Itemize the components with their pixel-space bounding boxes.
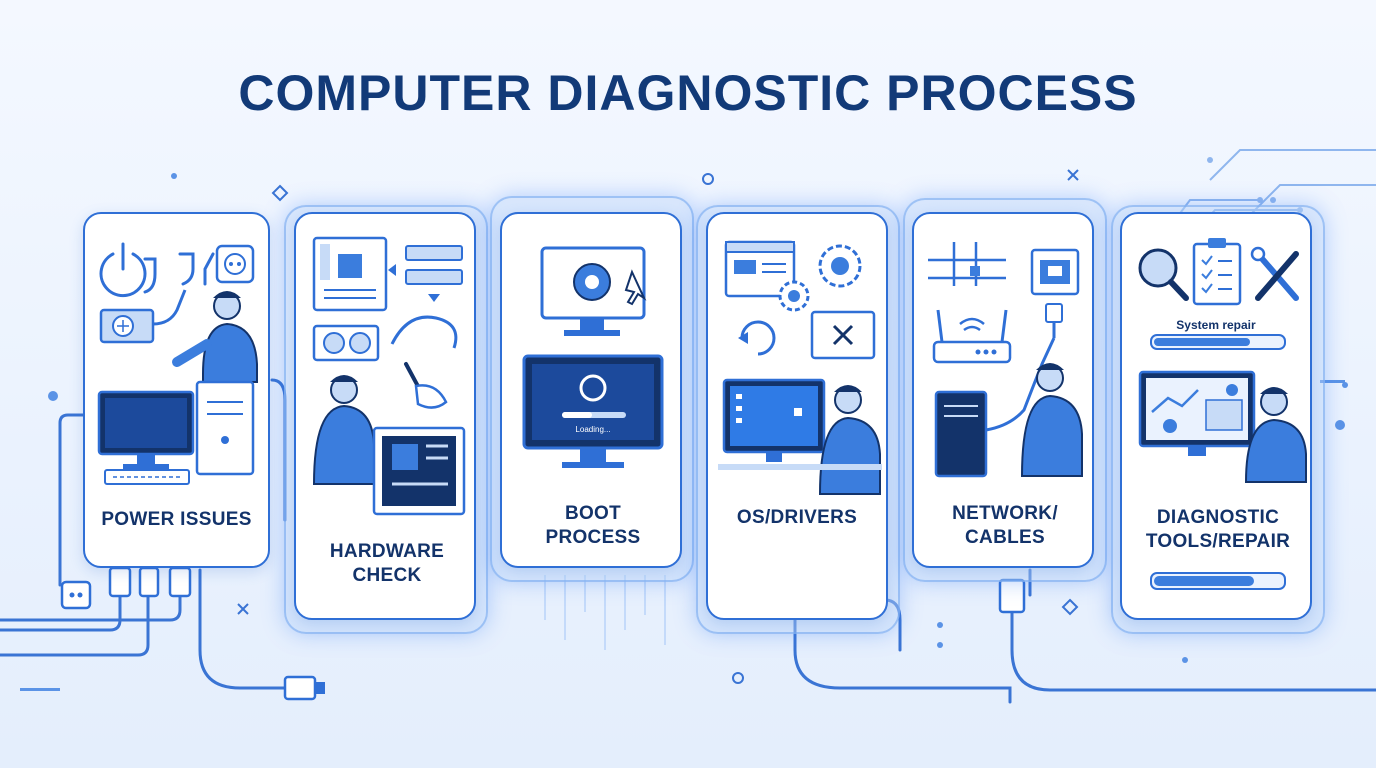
progress-label: System repair [1176, 318, 1256, 332]
step-card-boot-process[interactable]: Loading... BOOT PROCESS [500, 212, 682, 568]
progress-fill [1154, 576, 1254, 586]
os-illustration [718, 240, 882, 495]
person-technician [1020, 363, 1083, 477]
router-icon [932, 309, 1012, 364]
computer-tower-icon [195, 380, 255, 476]
network-illustration [928, 242, 1083, 478]
screwdriver-hand-icon [404, 362, 448, 409]
circuit-lines [928, 242, 1006, 286]
computer-tower-icon [934, 390, 988, 478]
system-repair-progress-bar [1150, 334, 1286, 350]
step-label: HARDWARE CHECK [329, 541, 445, 586]
ethernet-plug-icon [1045, 303, 1063, 323]
graphics-card-icon [312, 324, 380, 362]
checklist-icon [1192, 238, 1242, 306]
step-label: POWER ISSUES [101, 509, 252, 530]
diagnostic-illustration [1138, 238, 1307, 483]
error-window-icon [810, 310, 876, 360]
person-user [1244, 387, 1307, 483]
power-supply-icon [99, 308, 155, 344]
step-card-hardware-check[interactable]: HARDWARE CHECK [294, 212, 476, 620]
motherboard-icon [312, 236, 388, 312]
step-card-os-drivers[interactable]: OS/DRIVERS [706, 212, 888, 620]
update-arrow-icon [738, 320, 776, 356]
step-card-network-cables[interactable]: NETWORK/ CABLES [912, 212, 1094, 568]
step-label: DIAGNOSTIC TOOLS/REPAIR [1145, 507, 1291, 552]
step-label: NETWORK/ CABLES [952, 503, 1058, 548]
analytics-monitor-icon [1138, 370, 1256, 456]
diagnostic-progress-bar [1150, 572, 1286, 590]
step-label: OS/DRIVERS [736, 507, 858, 528]
desktop-monitor-icon [722, 378, 826, 462]
cursor-icon [624, 269, 647, 306]
monitor-settings-icon [540, 246, 647, 336]
page-title: COMPUTER DIAGNOSTIC PROCESS [238, 65, 1138, 121]
person-technician [172, 291, 258, 383]
boot-illustration: Loading... [522, 246, 664, 468]
cable-icon [390, 315, 458, 349]
keyboard-icon [104, 469, 190, 485]
ram-icon [388, 245, 463, 302]
pc-case-open-icon [372, 426, 466, 516]
person-technician [312, 375, 375, 485]
power-illustration [97, 242, 258, 485]
person-user [818, 385, 881, 495]
browser-window-icon [724, 240, 796, 298]
gear-icon [778, 244, 862, 312]
step-card-power-issues[interactable]: POWER ISSUES [83, 212, 270, 568]
monitor-icon [97, 390, 195, 469]
loading-text: Loading... [575, 425, 610, 434]
step-card-diagnostic-tools-repair[interactable]: System repair DIAGNOSTIC TOOLS/REPAIR [1120, 212, 1312, 620]
step-label: BOOT PROCESS [545, 503, 641, 548]
magnifier-icon [1138, 248, 1189, 301]
hardware-illustration [312, 236, 466, 516]
progress-fill [1154, 338, 1250, 346]
wrench-screwdriver-icon [1250, 246, 1299, 301]
monitor-loading-icon: Loading... [522, 354, 664, 468]
wall-outlet-icon [215, 244, 255, 284]
ethernet-port-icon [1030, 248, 1080, 296]
